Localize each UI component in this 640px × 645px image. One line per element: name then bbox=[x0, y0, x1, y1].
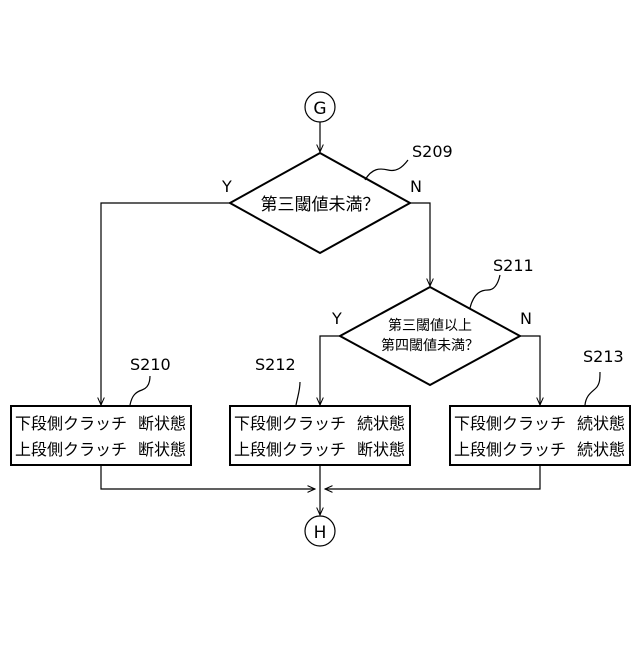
edge-s211-yes bbox=[320, 336, 340, 405]
process-s212-row1-state: 続状態 bbox=[357, 414, 405, 433]
leader-s209 bbox=[365, 160, 408, 180]
end-connector: H bbox=[305, 516, 335, 546]
step-label-s211: S211 bbox=[493, 256, 534, 275]
leader-s212 bbox=[296, 382, 300, 405]
edge-s213-merge bbox=[325, 465, 540, 489]
yes-label-s209: Y bbox=[221, 177, 232, 196]
process-s212-row2-label: 上段側クラッチ bbox=[234, 440, 346, 459]
decision-s209-text: 第三閾値未満？ bbox=[261, 195, 380, 215]
start-connector: G bbox=[305, 92, 335, 122]
leader-s211 bbox=[470, 275, 500, 308]
step-label-s210: S210 bbox=[130, 355, 171, 374]
step-label-s209: S209 bbox=[412, 142, 453, 161]
end-connector-label: H bbox=[314, 523, 327, 543]
step-label-s213: S213 bbox=[583, 347, 624, 366]
decision-s209: 第三閾値未満？ bbox=[230, 153, 410, 253]
decision-s211-text-line2: 第四閾値未満？ bbox=[381, 337, 479, 354]
leader-s213 bbox=[585, 372, 600, 405]
start-connector-label: G bbox=[313, 99, 326, 119]
edge-s210-merge bbox=[101, 465, 315, 489]
process-s213: 下段側クラッチ 続状態 上段側クラッチ 続状態 bbox=[450, 406, 630, 465]
decision-s211-text-line1: 第三閾値以上 bbox=[388, 317, 472, 334]
decision-s211: 第三閾値以上 第四閾値未満？ bbox=[340, 287, 520, 385]
process-s213-row2-state: 続状態 bbox=[577, 440, 625, 459]
no-label-s209: N bbox=[410, 177, 422, 196]
leader-s210 bbox=[130, 376, 150, 405]
process-s210-row2-label: 上段側クラッチ bbox=[15, 440, 127, 459]
process-s212: 下段側クラッチ 続状態 上段側クラッチ 断状態 bbox=[230, 406, 410, 465]
edge-s209-no bbox=[410, 203, 430, 286]
process-s213-row1-state: 続状態 bbox=[577, 414, 625, 433]
no-label-s211: N bbox=[520, 309, 532, 328]
step-label-s212: S212 bbox=[255, 355, 296, 374]
edge-s209-yes bbox=[101, 203, 230, 405]
process-s213-row2-label: 上段側クラッチ bbox=[454, 440, 566, 459]
process-s213-row1-label: 下段側クラッチ bbox=[454, 414, 566, 433]
process-s210-row2-state: 断状態 bbox=[138, 440, 186, 459]
process-s210: 下段側クラッチ 断状態 上段側クラッチ 断状態 bbox=[11, 406, 191, 465]
edge-s211-no bbox=[520, 336, 540, 405]
yes-label-s211: Y bbox=[331, 309, 342, 328]
process-s212-row1-label: 下段側クラッチ bbox=[234, 414, 346, 433]
process-s210-row1-state: 断状態 bbox=[138, 414, 186, 433]
process-s212-row2-state: 断状態 bbox=[357, 440, 405, 459]
process-s210-row1-label: 下段側クラッチ bbox=[15, 414, 127, 433]
